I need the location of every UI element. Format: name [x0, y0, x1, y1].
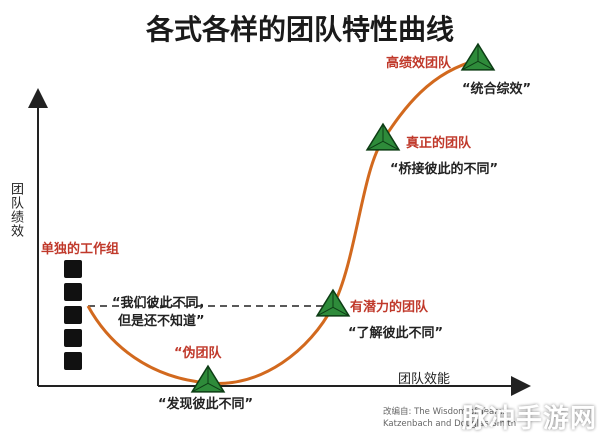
- high-performance-team-label: 高绩效团队: [386, 56, 452, 71]
- source-note: 改编自: The Wisdom of Teams Katzenbach and …: [383, 406, 583, 430]
- diagram-title: 各式各样的团队特性曲线: [145, 13, 454, 46]
- potential-team-marker-edge: [316, 306, 334, 317]
- working-group-quote-line1: “我们彼此不同，: [112, 296, 212, 311]
- high-performance-team-marker-edge: [477, 60, 495, 71]
- high-performance-team-marker-edge: [461, 60, 479, 71]
- watermark: 脉冲手游网: [462, 404, 598, 434]
- member-square: [64, 352, 82, 370]
- working-group-label: 单独的工作组: [41, 242, 120, 257]
- y-axis-label: 团队绩效: [8, 182, 23, 238]
- real-team-marker-edge: [366, 140, 384, 151]
- member-square: [64, 260, 82, 278]
- member-square: [64, 306, 82, 324]
- member-square: [64, 329, 82, 347]
- pseudo-team-marker-edge: [191, 382, 209, 393]
- working-group-quote-line2: 但是还不知道”: [118, 314, 205, 329]
- high-performance-team-quote: “统合综效”: [462, 82, 532, 97]
- source-line2: Katzenbach and Douglas Smith: [383, 419, 517, 429]
- real-team-quote: “桥接彼此的不同”: [390, 162, 499, 177]
- x-axis-label: 团队效能: [398, 372, 451, 387]
- potential-team-marker-edge: [332, 306, 350, 317]
- potential-team-quote: “了解彼此不同”: [348, 326, 444, 341]
- pseudo-team-quote: “发现彼此不同”: [158, 397, 254, 412]
- pseudo-team-label: “伪团队: [174, 346, 222, 361]
- real-team-marker-edge: [382, 140, 400, 151]
- member-square: [64, 283, 82, 301]
- potential-team-label: 有潜力的团队: [350, 300, 429, 315]
- pseudo-team-marker-edge: [207, 382, 225, 393]
- real-team-label: 真正的团队: [406, 136, 472, 151]
- source-line1: 改编自: The Wisdom of Teams: [383, 407, 507, 417]
